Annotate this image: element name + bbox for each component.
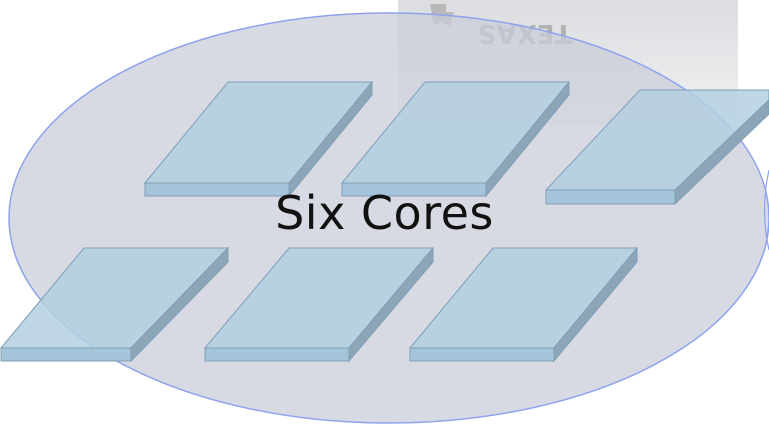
core-5 [203, 246, 435, 363]
core-6 [408, 246, 639, 363]
edge-arc [763, 169, 769, 251]
six-cores-label: Six Cores [275, 186, 494, 240]
core-3 [544, 89, 769, 206]
core-1 [143, 80, 374, 198]
core-4 [0, 246, 230, 363]
core-2 [340, 80, 571, 198]
